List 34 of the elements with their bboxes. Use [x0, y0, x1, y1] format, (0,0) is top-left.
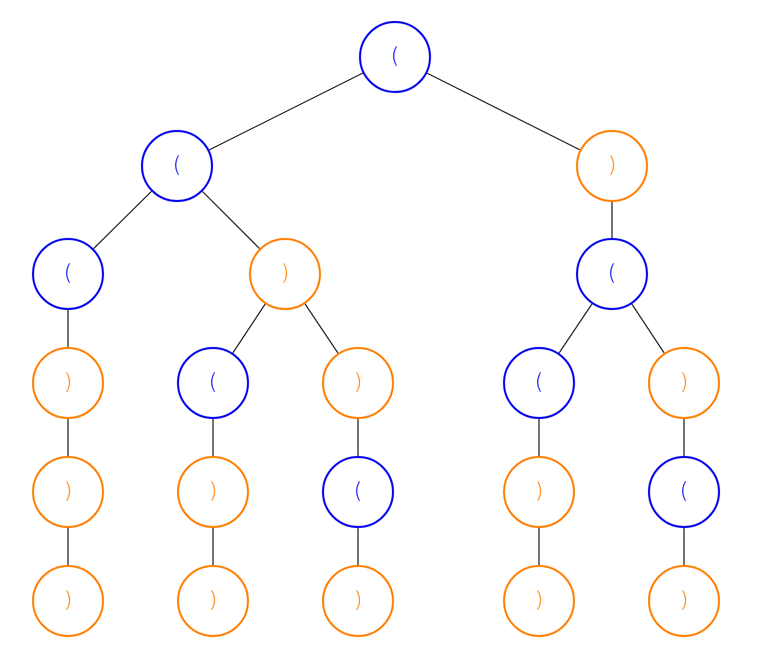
- parenthesis-label: ): [354, 372, 362, 394]
- parenthesis-label: ): [280, 263, 290, 285]
- parenthesis-label: ): [608, 155, 616, 177]
- connector-line: [208, 72, 364, 150]
- parenthesis-label: (: [534, 372, 544, 394]
- connector-line: [212, 418, 214, 456]
- parenthesis-label: ): [64, 481, 72, 503]
- connector-line: [212, 528, 214, 566]
- parenthesis-label: ): [680, 590, 688, 612]
- connector-line: [232, 304, 266, 354]
- parenthesis-label: (: [208, 372, 218, 394]
- parenthesis-label: (: [680, 481, 688, 503]
- connector-line: [426, 72, 580, 150]
- parenthesis-label: (: [354, 481, 362, 503]
- parenthesis-label: ): [534, 590, 544, 612]
- connector-line: [538, 418, 540, 456]
- connector-line: [631, 304, 665, 354]
- parenthesis-label: ): [680, 372, 688, 394]
- parenthesis-label: ): [64, 590, 72, 612]
- connector-line: [202, 190, 260, 250]
- tree-node-circle: [141, 130, 213, 202]
- parenthesis-label: ): [534, 481, 544, 503]
- connector-line: [558, 303, 592, 354]
- parenthesis-label: ): [208, 481, 218, 503]
- parenthesis-label: ): [64, 372, 72, 394]
- parenthesis-label: ): [354, 590, 362, 612]
- parenthesis-label: (: [64, 263, 72, 285]
- connector-line: [538, 528, 540, 566]
- connector-line: [304, 303, 338, 354]
- parenthesis-label: (: [608, 263, 616, 285]
- parenthesis-label: (: [390, 46, 400, 68]
- parenthesis-label: ): [208, 590, 218, 612]
- parenthesis-label: (: [172, 155, 182, 177]
- connector-line: [93, 190, 152, 250]
